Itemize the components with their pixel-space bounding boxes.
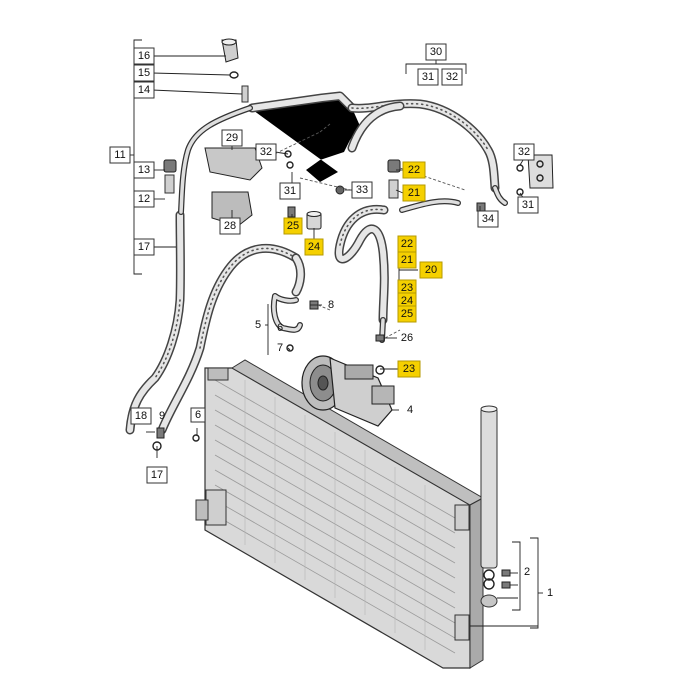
callout-11: 11 — [109, 146, 131, 164]
callout-15: 15 — [133, 64, 155, 82]
callout-number: 24 — [308, 241, 320, 253]
callout-number: 2 — [524, 566, 530, 578]
callout-number: 18 — [135, 410, 147, 422]
callout-22b: 22 — [397, 235, 417, 253]
callout-number: 1 — [547, 587, 553, 599]
service-valve-icon — [164, 85, 399, 199]
callout-number: 31 — [522, 199, 534, 211]
callout-16: 16 — [133, 47, 155, 65]
callout-number: 23 — [403, 363, 415, 375]
callout-32b: 32 — [255, 143, 277, 161]
callout-number: 6 — [277, 322, 283, 334]
callout-number: 32 — [446, 71, 458, 83]
callout-1: 1 — [547, 587, 553, 599]
callout-4: 4 — [407, 404, 413, 416]
callout-17b: 17 — [146, 466, 168, 484]
callout-number: 17 — [138, 241, 150, 253]
callout-number: 33 — [356, 184, 368, 196]
callout-number: 34 — [482, 213, 494, 225]
o-ring-icon — [229, 71, 239, 79]
callout-number: 26 — [401, 332, 413, 344]
callout-2: 2 — [524, 566, 530, 578]
callout-22a: 22 — [402, 161, 426, 179]
callout-number: 30 — [430, 46, 442, 58]
compressor-icon — [301, 355, 395, 427]
callout-12: 12 — [133, 190, 155, 208]
callout-number: 24 — [401, 295, 413, 307]
callout-32c: 32 — [513, 143, 535, 161]
callout-number: 11 — [114, 149, 125, 161]
callout-13: 13 — [133, 161, 155, 179]
callout-number: 5 — [255, 319, 261, 331]
callout-9: 9 — [159, 410, 165, 422]
condenser-icon — [195, 359, 485, 669]
callout-6: 6 — [277, 322, 283, 334]
callout-30: 30 — [425, 43, 447, 61]
callout-number: 13 — [138, 164, 150, 176]
callout-number: 14 — [138, 84, 150, 96]
callout-number: 29 — [226, 132, 238, 144]
callout-28: 28 — [219, 217, 241, 235]
callout-number: 17 — [151, 469, 163, 481]
callout-5: 5 — [255, 319, 261, 331]
receiver-drier-icon — [480, 405, 511, 608]
callout-8: 8 — [328, 299, 334, 311]
callout-number: 6 — [195, 409, 201, 421]
callout-number: 32 — [518, 146, 530, 158]
callout-number: 25 — [287, 220, 299, 232]
callout-number: 31 — [284, 185, 296, 197]
callout-number: 32 — [260, 146, 272, 158]
callout-31c: 31 — [517, 196, 539, 214]
callout-number: 15 — [138, 67, 150, 79]
callout-7: 7 — [277, 342, 283, 354]
callout-23b: 23 — [397, 360, 421, 378]
callout-number: 23 — [401, 282, 413, 294]
pressure-switch-icon — [221, 38, 239, 63]
callout-32a: 32 — [441, 68, 463, 86]
callout-number: 20 — [425, 264, 437, 276]
callout-25b: 25 — [397, 305, 417, 323]
callout-number: 25 — [401, 308, 413, 320]
callout-24a: 24 — [304, 238, 324, 256]
callout-29: 29 — [221, 129, 243, 147]
callout-number: 21 — [401, 254, 413, 266]
callout-number: 16 — [138, 50, 150, 62]
callout-number: 12 — [138, 193, 150, 205]
callout-number: 4 — [407, 404, 413, 416]
callout-14: 14 — [133, 81, 155, 99]
callout-number: 31 — [422, 71, 434, 83]
callout-number: 8 — [328, 299, 334, 311]
callout-6b: 6 — [190, 407, 206, 423]
callout-34: 34 — [477, 210, 499, 228]
callout-number: 9 — [159, 410, 165, 422]
callout-number: 28 — [224, 220, 236, 232]
valve-cap-icon — [163, 159, 401, 173]
callout-number: 21 — [408, 187, 420, 199]
callout-number: 7 — [277, 342, 283, 354]
callout-number: 22 — [401, 238, 413, 250]
filter-icon — [306, 211, 322, 230]
callout-21b: 21 — [397, 251, 417, 269]
callout-33: 33 — [351, 181, 373, 199]
callout-18: 18 — [130, 407, 152, 425]
callout-21a: 21 — [402, 184, 426, 202]
callout-25a: 25 — [283, 217, 303, 235]
callout-17a: 17 — [133, 238, 155, 256]
callout-26: 26 — [401, 332, 413, 344]
callout-20: 20 — [419, 261, 443, 279]
callout-number: 22 — [408, 164, 420, 176]
callout-31b: 31 — [279, 182, 301, 200]
callout-24b: 24 — [397, 292, 417, 310]
callout-31a: 31 — [417, 68, 439, 86]
